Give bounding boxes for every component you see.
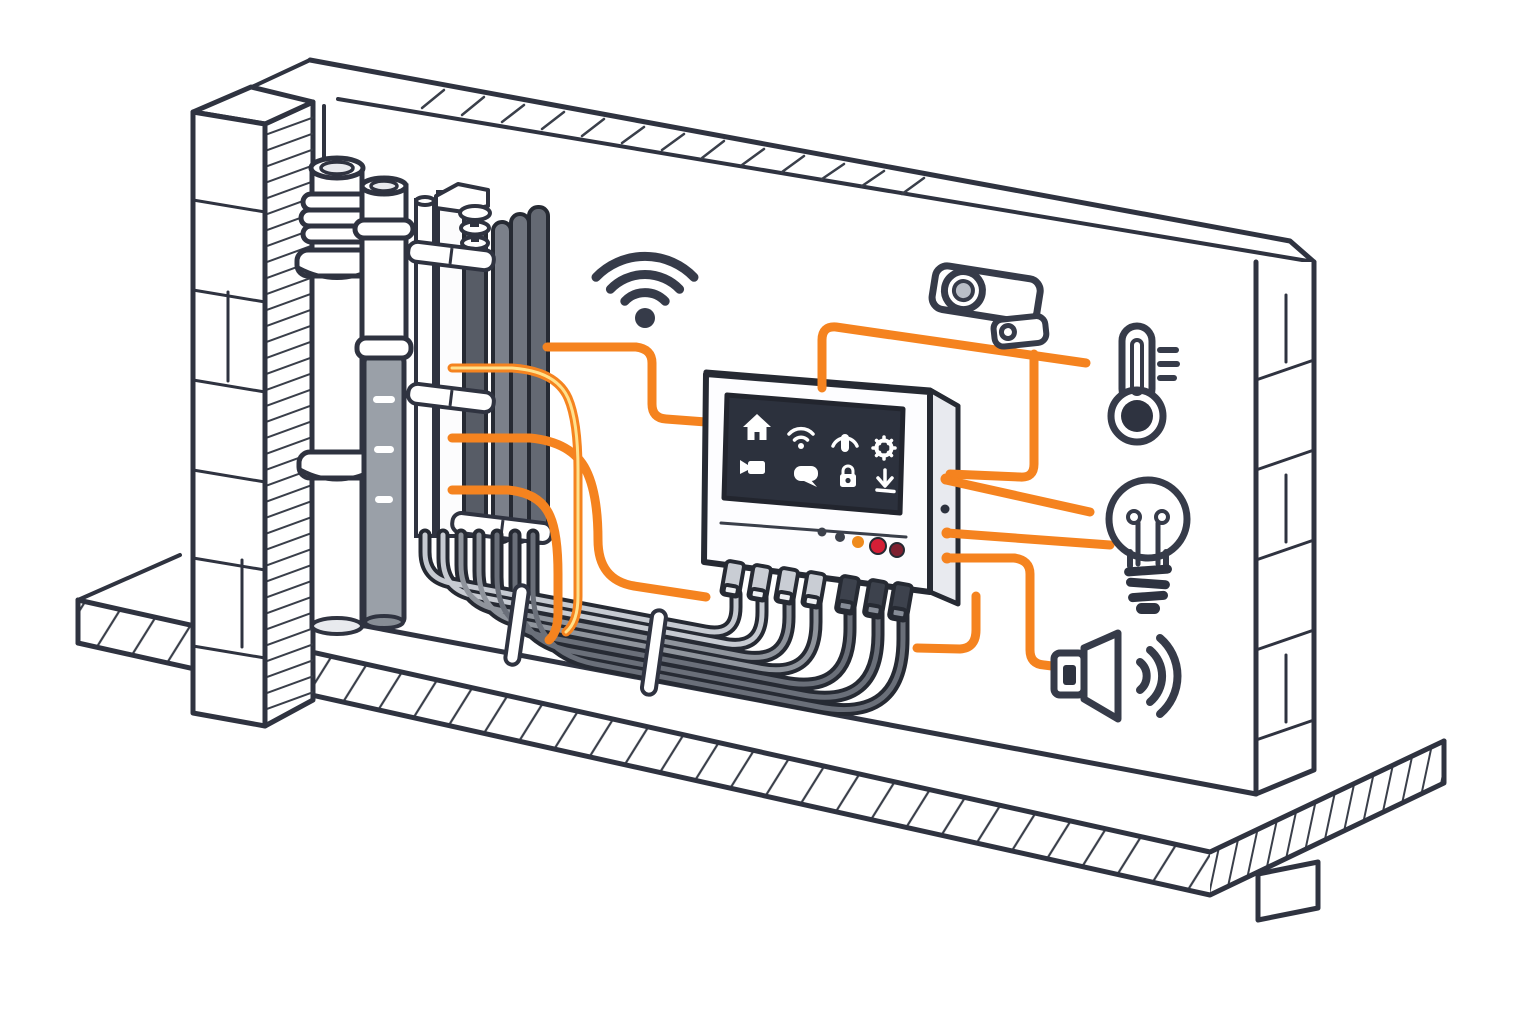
thermometer-icon bbox=[1107, 322, 1180, 446]
wire-stubs bbox=[940, 473, 953, 564]
foundation-pier bbox=[1255, 859, 1321, 923]
top-band-hatch-ticks bbox=[420, 88, 926, 196]
download-icon bbox=[875, 468, 896, 494]
orange-wire bbox=[542, 342, 711, 427]
cable-glands bbox=[719, 559, 914, 623]
orange-wire-camera bbox=[817, 322, 1091, 393]
status-leds bbox=[817, 527, 905, 558]
led-indicator bbox=[817, 527, 827, 537]
screen-icons bbox=[740, 414, 897, 494]
alarm-icon bbox=[831, 434, 859, 452]
panel-divider bbox=[719, 521, 908, 539]
slab-front-hatch bbox=[78, 600, 1210, 895]
smart-home-hub bbox=[701, 369, 961, 623]
slab-end-hatch bbox=[1210, 741, 1444, 895]
orange-wire-core bbox=[450, 366, 580, 634]
panel-side-face bbox=[927, 387, 961, 607]
side-button bbox=[940, 504, 950, 514]
cable-clip bbox=[503, 583, 668, 697]
chat-bubble-icon bbox=[794, 466, 818, 487]
wifi-signal-icon bbox=[591, 251, 699, 328]
orange-wires-left bbox=[447, 342, 711, 645]
wifi-icon bbox=[787, 426, 815, 449]
large-pvc-pipe bbox=[294, 155, 380, 636]
orange-wire-bulb-1 bbox=[941, 475, 1095, 517]
light-bulb-icon bbox=[1105, 476, 1191, 614]
led-indicator bbox=[852, 536, 864, 548]
panel-screen bbox=[721, 392, 906, 516]
device-icons bbox=[591, 251, 1191, 723]
led-indicator bbox=[869, 537, 887, 555]
lock-icon bbox=[840, 464, 856, 487]
speaker-icon bbox=[1050, 629, 1182, 723]
led-indicator bbox=[889, 542, 905, 558]
settings-gear-icon bbox=[871, 435, 897, 461]
led-indicator bbox=[835, 532, 845, 542]
brick-pillar bbox=[190, 84, 316, 729]
pillar-front-face bbox=[190, 109, 268, 729]
metered-gray-pipe bbox=[352, 175, 416, 630]
orange-wire-speaker bbox=[942, 553, 1057, 671]
home-icon bbox=[743, 414, 771, 440]
orange-wire-return bbox=[912, 591, 981, 654]
orange-wire bbox=[447, 433, 711, 602]
orange-wire-tee bbox=[945, 349, 1039, 482]
orange-wire bbox=[447, 485, 563, 645]
orange-wires-right bbox=[817, 322, 1115, 671]
orange-wire-bulb-2 bbox=[942, 528, 1115, 550]
security-camera-icon bbox=[928, 262, 1050, 350]
wall-top-edge bbox=[250, 57, 1317, 265]
pillar-brick-lines bbox=[191, 198, 267, 660]
conduit-bundle bbox=[414, 182, 492, 538]
terminal-connector bbox=[458, 204, 492, 251]
video-camera-icon bbox=[740, 460, 765, 474]
cable-run bbox=[418, 528, 910, 717]
wall-right-edge bbox=[1253, 259, 1317, 797]
